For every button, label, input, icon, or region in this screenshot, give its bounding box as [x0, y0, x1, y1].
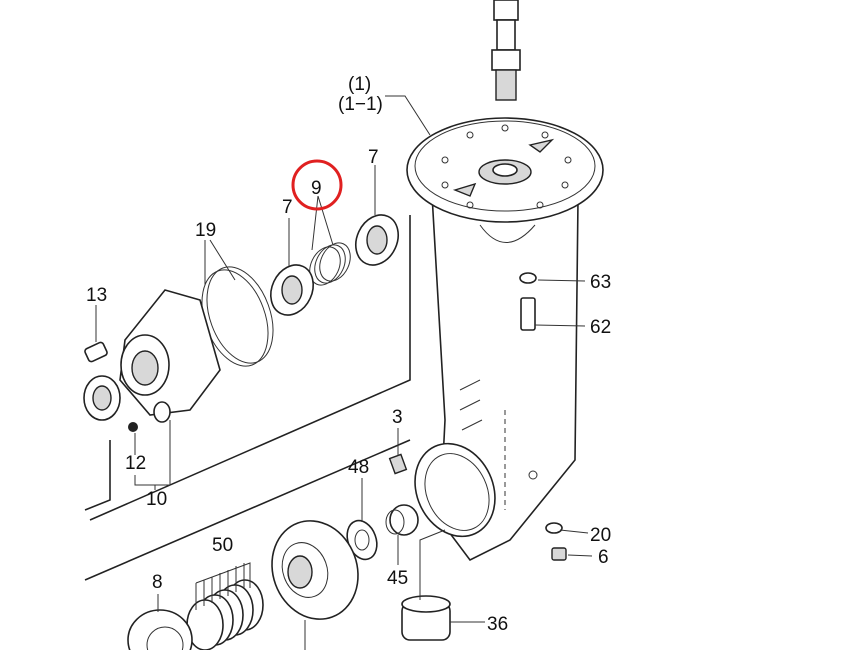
label-63[interactable]: 63	[590, 272, 611, 293]
seal-63	[519, 272, 537, 284]
label-36[interactable]: 36	[487, 614, 508, 635]
setscrew-3	[388, 453, 408, 475]
label-13[interactable]: 13	[86, 285, 107, 306]
bushing-45	[385, 504, 419, 536]
frame-lines	[84, 215, 411, 581]
label-50[interactable]: 50	[212, 535, 233, 556]
label-7-left[interactable]: 7	[282, 197, 293, 218]
seal-7-right	[355, 214, 399, 266]
leader-lines	[95, 95, 593, 650]
label-7-right[interactable]: 7	[368, 147, 379, 168]
bearing-housing	[119, 289, 221, 423]
part-labels: (1) (1−1) 9 7 7 19 13 63 62 3 48 12 10 2…	[86, 74, 611, 635]
plate-8	[127, 609, 193, 650]
pin-12	[128, 422, 138, 432]
label-9[interactable]: 9	[311, 178, 322, 199]
label-8[interactable]: 8	[152, 572, 163, 593]
gear-housing	[406, 117, 604, 562]
plug-6	[551, 547, 567, 561]
washer-48	[346, 519, 378, 561]
label-3[interactable]: 3	[392, 407, 403, 428]
label-10[interactable]: 10	[146, 489, 167, 510]
spring-pack-50	[186, 562, 264, 650]
label-62[interactable]: 62	[590, 317, 611, 338]
label-20[interactable]: 20	[590, 525, 611, 546]
highlight-circle	[291, 159, 343, 211]
label-1-1[interactable]: (1−1)	[338, 94, 383, 115]
label-1[interactable]: (1)	[348, 74, 371, 95]
label-19[interactable]: 19	[195, 220, 216, 241]
drive-shaft	[491, 0, 521, 101]
o-ring-20	[545, 522, 563, 534]
bolt-13	[84, 341, 108, 363]
spring-9	[309, 242, 351, 286]
sleeve-36	[401, 595, 451, 641]
label-12[interactable]: 12	[125, 453, 146, 474]
bolt-62	[520, 297, 536, 331]
label-6[interactable]: 6	[598, 547, 609, 568]
seal-left	[83, 375, 121, 421]
label-45[interactable]: 45	[387, 568, 408, 589]
label-48[interactable]: 48	[348, 457, 369, 478]
seal-7-left	[270, 264, 314, 316]
bevel-gear	[271, 520, 359, 620]
